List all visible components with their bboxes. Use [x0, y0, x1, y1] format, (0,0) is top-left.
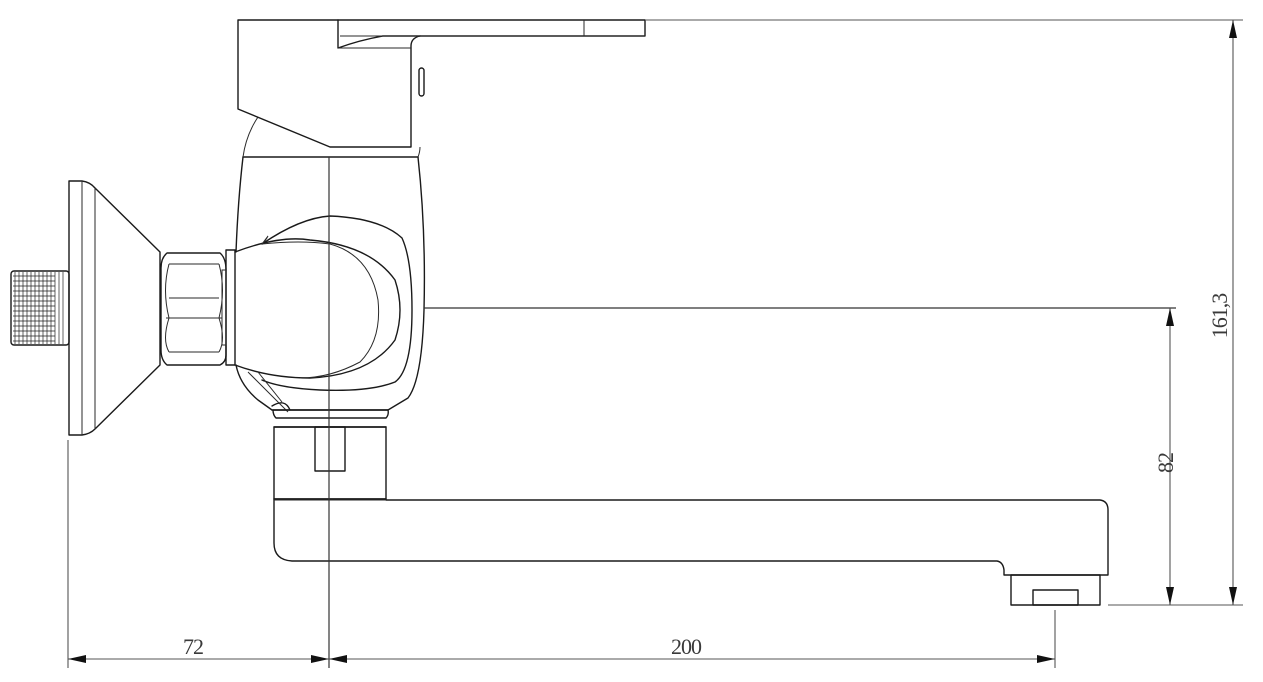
dimension-label-72: 72 — [183, 634, 204, 659]
dimension-161-3 — [1229, 20, 1237, 605]
dimension-72 — [68, 655, 329, 663]
extension-lines — [67, 19, 1243, 668]
s-union-connector — [221, 249, 236, 366]
swivel-collar — [272, 409, 389, 500]
spout — [273, 498, 1109, 576]
aerator — [1010, 574, 1101, 606]
dimension-label-161-3: 161,3 — [1207, 293, 1232, 339]
centre-lines — [328, 157, 1176, 668]
dimension-200 — [329, 655, 1055, 663]
dimension-label-82: 82 — [1153, 453, 1178, 473]
dimension-82 — [1166, 308, 1174, 605]
hex-nut — [160, 252, 227, 366]
threaded-inlet — [10, 270, 70, 346]
dimension-label-200: 200 — [671, 634, 702, 659]
lever-handle — [237, 19, 646, 148]
valve-body — [234, 116, 426, 413]
handle-side-button — [418, 67, 425, 97]
wall-flange — [68, 180, 161, 436]
